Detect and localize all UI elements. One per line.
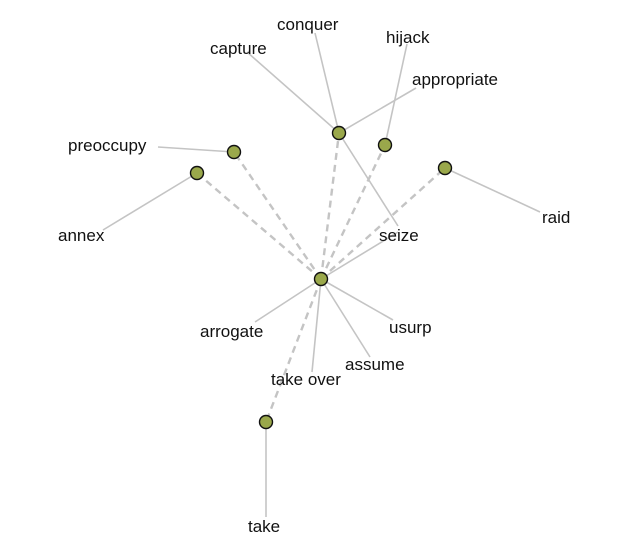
edge-n3-conquer bbox=[314, 32, 340, 134]
sense-node[interactable] bbox=[226, 144, 242, 160]
edge-hub-seize bbox=[320, 231, 399, 280]
labels: preoccupy annex capture conquer hijack a… bbox=[58, 15, 570, 536]
hub-node[interactable] bbox=[313, 271, 329, 287]
word-take-over[interactable]: take over bbox=[271, 370, 341, 389]
edge-hub-n5 bbox=[320, 167, 446, 280]
edges-dashed bbox=[196, 132, 446, 423]
edge-hub-n6 bbox=[264, 278, 323, 423]
edge-hub-arrogate bbox=[254, 278, 322, 323]
word-assume[interactable]: assume bbox=[345, 355, 405, 374]
word-appropriate[interactable]: appropriate bbox=[412, 70, 498, 89]
edge-n3-capture bbox=[246, 51, 340, 134]
word-hijack[interactable]: hijack bbox=[386, 28, 430, 47]
word-preoccupy[interactable]: preoccupy bbox=[68, 136, 147, 155]
edge-hub-n4 bbox=[319, 144, 387, 280]
edge-hub-take-over bbox=[311, 278, 322, 373]
edge-n5-raid bbox=[444, 167, 541, 213]
edge-hub-n3 bbox=[319, 132, 341, 280]
word-take[interactable]: take bbox=[248, 517, 280, 536]
word-conquer[interactable]: conquer bbox=[277, 15, 339, 34]
word-arrogate[interactable]: arrogate bbox=[200, 322, 263, 341]
edges-solid bbox=[102, 32, 541, 517]
word-seize[interactable]: seize bbox=[379, 226, 419, 245]
sense-node[interactable] bbox=[258, 414, 274, 430]
word-annex[interactable]: annex bbox=[58, 226, 105, 245]
sense-node[interactable] bbox=[377, 137, 393, 153]
word-raid[interactable]: raid bbox=[542, 208, 570, 227]
edge-n4-hijack bbox=[384, 43, 408, 146]
word-usurp[interactable]: usurp bbox=[389, 318, 432, 337]
word-capture[interactable]: capture bbox=[210, 39, 267, 58]
edge-hub-usurp bbox=[320, 278, 394, 321]
sense-node[interactable] bbox=[437, 160, 453, 176]
edge-hub-n1 bbox=[233, 151, 322, 280]
sense-node[interactable] bbox=[331, 125, 347, 141]
nodes bbox=[189, 125, 453, 430]
edge-n3-appropriate bbox=[338, 87, 417, 134]
sense-node[interactable] bbox=[189, 165, 205, 181]
edge-n1-preoccupy bbox=[157, 146, 235, 153]
edge-hub-n2 bbox=[196, 172, 322, 280]
edge-n2-annex bbox=[102, 172, 198, 231]
edge-hub-assume bbox=[320, 278, 371, 358]
